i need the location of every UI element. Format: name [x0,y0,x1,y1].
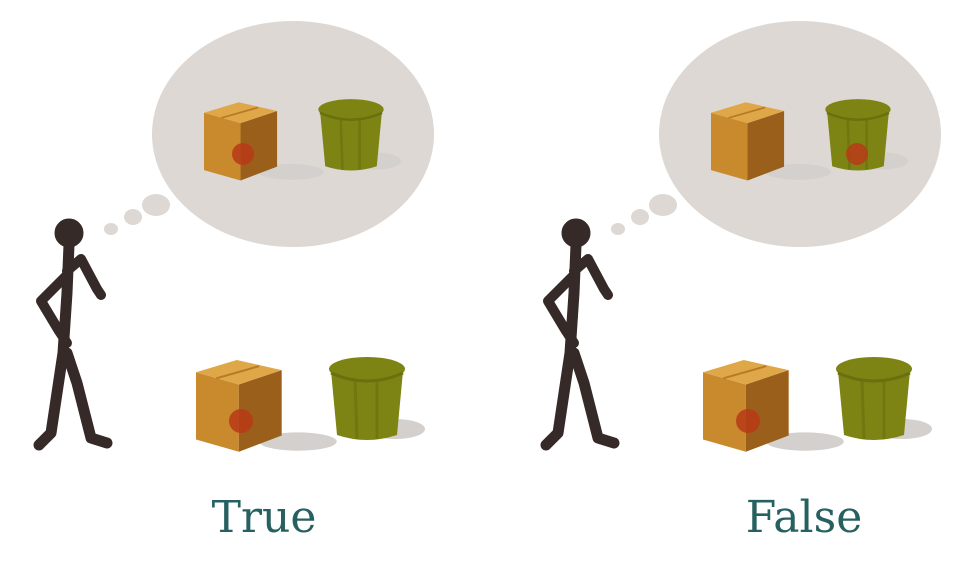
actual-box-shadow [766,432,844,451]
believed-box-shadow [257,164,325,180]
caption-false: False [745,492,863,543]
actual-box [196,359,337,452]
actual-ball [736,409,760,433]
believed-box-shadow [764,164,832,180]
thought-dot-large [649,194,677,216]
actual-bucket [329,357,425,440]
believed-ball [232,143,254,165]
actual-ball [229,409,253,433]
thought-bubble [659,21,941,247]
panel-false [546,21,941,452]
believed-box [204,102,325,181]
thought-dot-small [611,223,625,235]
believed-bucket [318,99,401,171]
believed-box [711,102,832,181]
actual-bucket [836,357,932,440]
thought-dot-medium [631,209,649,225]
actual-box [703,359,844,452]
panel-true [39,21,434,452]
actual-box-shadow [259,432,337,451]
believed-bucket [825,99,908,171]
thought-dot-medium [124,209,142,225]
stick-figure [546,219,614,445]
believed-ball [846,143,868,165]
caption-true: True [211,492,317,543]
thought-bubble [152,21,434,247]
stick-figure [39,219,107,445]
thought-dot-small [104,223,118,235]
thought-dot-large [142,194,170,216]
